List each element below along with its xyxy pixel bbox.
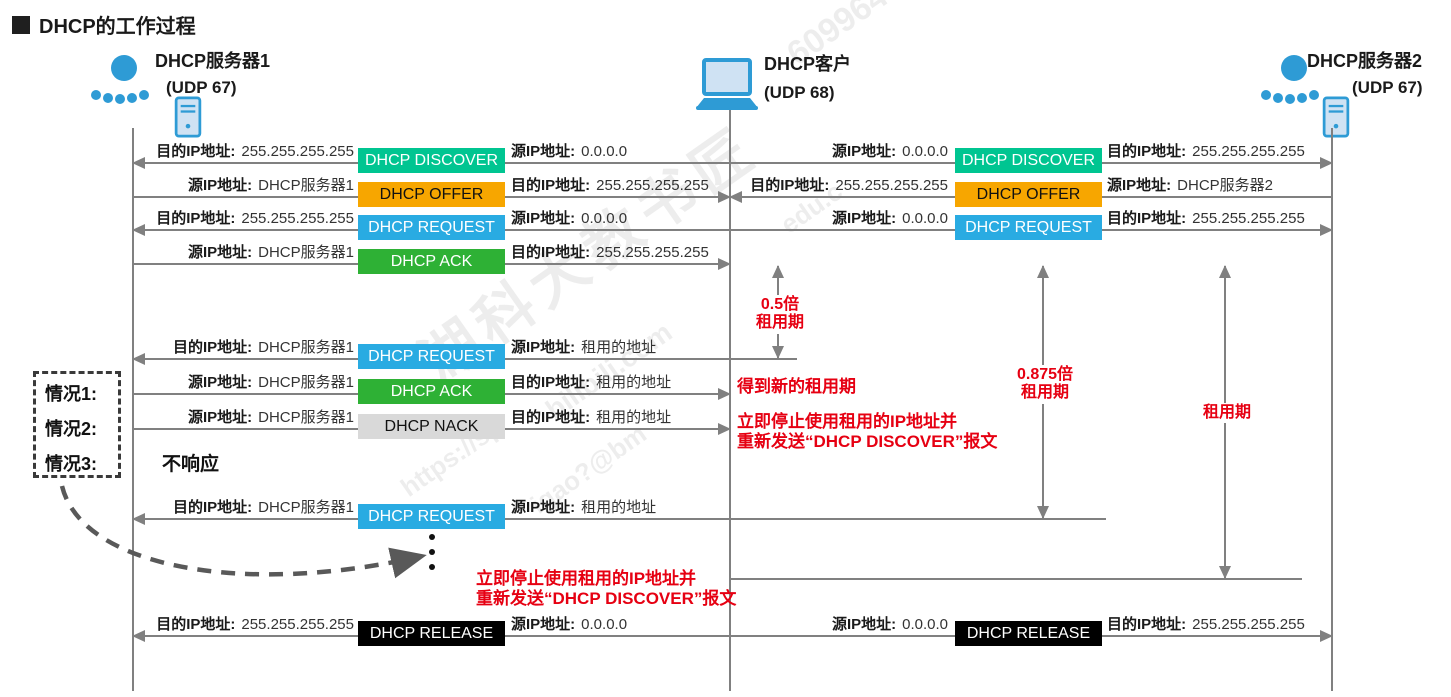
lease-full-label: 租用期 <box>1197 403 1257 424</box>
src-address-text: 源IP地址:DHCP服务器1 <box>187 244 354 261</box>
message-box-dhcp-request: DHCP REQUEST <box>955 215 1102 240</box>
arrowhead-left-icon <box>132 224 145 236</box>
message-box-dhcp-request: DHCP REQUEST <box>358 215 505 240</box>
lifeline-server1 <box>132 128 134 691</box>
dst-address-text: 目的IP地址:DHCP服务器1 <box>172 339 354 356</box>
message-box-dhcp-release: DHCP RELEASE <box>955 621 1102 646</box>
arrowhead-left-icon <box>132 513 145 525</box>
lifeline-server2 <box>1331 128 1333 691</box>
dst-address-text: 目的IP地址:255.255.255.255 <box>1107 210 1305 227</box>
message-box-dhcp-offer: DHCP OFFER <box>955 182 1102 207</box>
actor-server1-label: DHCP服务器1 <box>155 51 271 71</box>
arrowhead-up-icon <box>772 265 784 278</box>
stop-using-ip-note: 立即停止使用租用的IP地址并 重新发送“DHCP DISCOVER”报文 <box>476 569 737 609</box>
src-address-text: 源IP地址:租用的地址 <box>511 499 657 516</box>
server-tower-icon <box>174 96 202 138</box>
actor-client-port: (UDP 68) <box>764 83 835 102</box>
message-box-dhcp-ack: DHCP ACK <box>358 249 505 274</box>
arrowhead-down-icon <box>1037 506 1049 519</box>
stop-using-ip-note: 立即停止使用租用的IP地址并 重新发送“DHCP DISCOVER”报文 <box>737 412 998 452</box>
arrowhead-right-icon <box>718 423 731 435</box>
arrowhead-right-icon <box>1320 224 1333 236</box>
message-box-dhcp-offer: DHCP OFFER <box>358 182 505 207</box>
arrowhead-right-icon <box>718 191 731 203</box>
dst-address-text: 目的IP地址:DHCP服务器1 <box>172 499 354 516</box>
message-box-dhcp-request: DHCP REQUEST <box>358 504 505 529</box>
src-address-text: 源IP地址:0.0.0.0 <box>511 616 628 633</box>
lifeline-client <box>729 110 731 691</box>
arrowhead-left-icon <box>132 630 145 642</box>
arrowhead-right-icon <box>718 388 731 400</box>
message-line <box>132 513 1106 525</box>
dst-address-text: 目的IP地址:租用的地址 <box>511 374 672 391</box>
src-address-text: 源IP地址:DHCP服务器2 <box>1107 177 1274 194</box>
arrowhead-right-icon <box>1320 630 1333 642</box>
actor-server2-port: (UDP 67) <box>1352 78 1423 97</box>
arrowhead-left-icon <box>729 191 742 203</box>
actor-server2-label: DHCP服务器2 <box>1307 51 1423 71</box>
src-address-text: 源IP地址:DHCP服务器1 <box>187 374 354 391</box>
message-box-dhcp-discover: DHCP DISCOVER <box>955 148 1102 173</box>
arrowhead-right-icon <box>718 258 731 270</box>
server-people-icon <box>1261 55 1319 104</box>
ellipsis-dots-icon <box>429 534 435 570</box>
arrowhead-right-icon <box>1320 157 1333 169</box>
message-box-dhcp-ack: DHCP ACK <box>358 379 505 404</box>
dst-address-text: 目的IP地址:255.255.255.255 <box>511 177 709 194</box>
arrowhead-down-icon <box>1219 566 1231 579</box>
lease-0875-label: 0.875倍 租用期 <box>1000 365 1090 404</box>
lease-end-line <box>730 578 1302 580</box>
arrowhead-up-icon <box>1219 265 1231 278</box>
no-response-label: 不响应 <box>162 454 220 475</box>
src-address-text: 源IP地址:0.0.0.0 <box>831 616 948 633</box>
message-box-dhcp-release: DHCP RELEASE <box>358 621 505 646</box>
actor-server1-port: (UDP 67) <box>166 78 237 97</box>
actor-client-label: DHCP客户 <box>764 54 852 74</box>
page-title: DHCP的工作过程 <box>12 10 196 39</box>
dst-address-text: 目的IP地址:255.255.255.255 <box>511 244 709 261</box>
dst-address-text: 目的IP地址:255.255.255.255 <box>156 616 354 633</box>
src-address-text: 源IP地址:租用的地址 <box>511 339 657 356</box>
src-address-text: 源IP地址:0.0.0.0 <box>511 210 628 227</box>
cases-box: 情况1: 情况2: 情况3: <box>33 371 121 478</box>
message-box-dhcp-discover: DHCP DISCOVER <box>358 148 505 173</box>
case-1-label: 情况1: <box>45 384 98 404</box>
src-address-text: 源IP地址:0.0.0.0 <box>831 210 948 227</box>
lease-half-label: 0.5倍 租用期 <box>736 295 824 334</box>
arrowhead-up-icon <box>1037 265 1049 278</box>
dst-address-text: 目的IP地址:255.255.255.255 <box>1107 143 1305 160</box>
server-tower-icon <box>1322 96 1350 138</box>
dst-address-text: 目的IP地址:租用的地址 <box>511 409 672 426</box>
server-people-icon <box>91 55 149 104</box>
title-square-icon <box>12 15 30 34</box>
dst-address-text: 目的IP地址:255.255.255.255 <box>156 143 354 160</box>
new-lease-note: 得到新的租用期 <box>737 377 856 396</box>
dst-address-text: 目的IP地址:255.255.255.255 <box>1107 616 1305 633</box>
case-3-label: 情况3: <box>45 454 98 474</box>
message-box-dhcp-nack: DHCP NACK <box>358 414 505 439</box>
dst-address-text: 目的IP地址:255.255.255.255 <box>156 210 354 227</box>
src-address-text: 源IP地址:DHCP服务器1 <box>187 409 354 426</box>
arrowhead-left-icon <box>132 157 145 169</box>
page-title-text: DHCP的工作过程 <box>39 16 196 38</box>
message-box-dhcp-request: DHCP REQUEST <box>358 344 505 369</box>
dst-address-text: 目的IP地址:255.255.255.255 <box>750 177 948 194</box>
case-2-label: 情况2: <box>45 419 98 439</box>
arrowhead-left-icon <box>132 353 145 365</box>
arrowhead-down-icon <box>772 346 784 359</box>
src-address-text: 源IP地址:DHCP服务器1 <box>187 177 354 194</box>
laptop-icon <box>696 58 758 110</box>
src-address-text: 源IP地址:0.0.0.0 <box>511 143 628 160</box>
src-address-text: 源IP地址:0.0.0.0 <box>831 143 948 160</box>
